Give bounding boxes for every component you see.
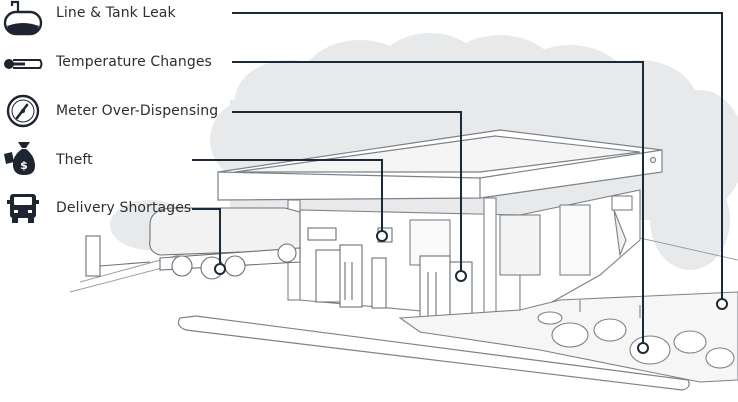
legend-label-delivery: Delivery Shortages <box>56 200 192 216</box>
endpoint-tank-leak <box>716 298 728 310</box>
leader-lines <box>192 12 723 344</box>
legend-label-theft: Theft <box>56 152 93 168</box>
money-bag-icon: $ <box>4 142 35 175</box>
endpoint-temperature <box>637 342 649 354</box>
svg-text:$: $ <box>20 159 28 172</box>
legend-label-meter: Meter Over-Dispensing <box>56 103 219 119</box>
underground-tanks <box>398 291 738 383</box>
leader-endpoints <box>214 230 728 354</box>
legend-label-tank-leak: Line & Tank Leak <box>56 5 176 21</box>
endpoint-meter <box>455 270 467 282</box>
canopy <box>217 129 663 201</box>
truck-icon <box>7 194 39 223</box>
tank-icon <box>3 0 43 36</box>
legend-label-temperature: Temperature Changes <box>56 54 212 70</box>
thermometer-icon <box>4 59 43 69</box>
curb <box>177 315 690 391</box>
endpoint-theft <box>376 230 388 242</box>
tanker-truck <box>85 207 301 280</box>
endpoint-delivery <box>214 263 226 275</box>
gauge-icon <box>6 94 40 128</box>
